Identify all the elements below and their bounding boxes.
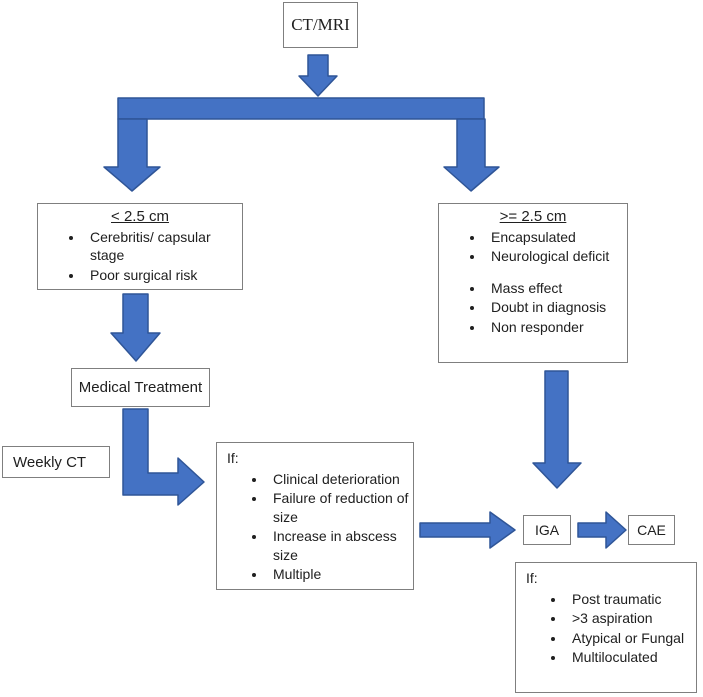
branch-bar: [117, 97, 485, 120]
root-box-label: CT/MRI: [291, 15, 350, 34]
mid-if-list: Clinical deterioration Failure of reduct…: [217, 470, 413, 584]
bottom-if-label: If:: [526, 570, 538, 586]
left-criteria-box: < 2.5 cm Cerebritis/ capsular stage Poor…: [37, 203, 243, 290]
arrow-root-down-icon: [298, 54, 338, 97]
bottom-if-box: If: Post traumatic >3 aspiration Atypica…: [515, 562, 697, 693]
bottom-if-list: Post traumatic >3 aspiration Atypical or…: [516, 590, 696, 667]
list-item: Failure of reduction of size: [267, 489, 413, 526]
list-item: Mass effect: [485, 279, 627, 297]
list-item: Increase in abscess size: [267, 527, 413, 564]
arrow-criteria-to-iga-icon: [532, 370, 582, 489]
list-item: Doubt in diagnosis: [485, 298, 627, 316]
medical-treatment-label: Medical Treatment: [78, 379, 203, 396]
mid-if-label: If:: [227, 450, 239, 466]
right-criteria-box: >= 2.5 cm Encapsulated Neurological defi…: [438, 203, 628, 363]
list-item: >3 aspiration: [566, 609, 696, 627]
arrow-left-branch-icon: [103, 118, 161, 192]
mid-if-box: If: Clinical deterioration Failure of re…: [216, 442, 414, 590]
list-item: Multiple: [267, 565, 413, 583]
iga-label: IGA: [534, 522, 560, 538]
cae-box: CAE: [628, 515, 675, 545]
list-item: Cerebritis/ capsular stage: [84, 228, 242, 265]
right-criteria-title: >= 2.5 cm: [499, 208, 567, 225]
cae-label: CAE: [637, 522, 666, 538]
list-item: Encapsulated: [485, 228, 627, 246]
list-item: Poor surgical risk: [84, 266, 242, 284]
list-item: Non responder: [485, 318, 627, 336]
root-box: CT/MRI: [283, 2, 358, 48]
list-item: Atypical or Fungal: [566, 629, 696, 647]
right-criteria-list-2: Mass effect Doubt in diagnosis Non respo…: [439, 279, 627, 336]
list-item: Post traumatic: [566, 590, 696, 608]
list-item: Multiloculated: [566, 648, 696, 666]
iga-box: IGA: [523, 515, 571, 545]
right-criteria-list-1: Encapsulated Neurological deficit: [439, 228, 627, 266]
left-criteria-list: Cerebritis/ capsular stage Poor surgical…: [38, 228, 242, 284]
weekly-ct-box: Weekly CT: [2, 446, 110, 478]
left-criteria-title: < 2.5 cm: [111, 208, 169, 225]
weekly-ct-label: Weekly CT: [13, 453, 87, 471]
medical-treatment-box: Medical Treatment: [71, 368, 210, 407]
arrow-if-to-iga-icon: [419, 511, 516, 549]
list-item: Clinical deterioration: [267, 470, 413, 488]
list-item: Neurological deficit: [485, 247, 627, 265]
arrow-treatment-to-if-icon: [122, 408, 205, 506]
arrow-iga-to-cae-icon: [577, 511, 627, 549]
arrow-criteria-to-treatment-icon: [110, 293, 161, 362]
arrow-right-branch-icon: [443, 118, 500, 192]
